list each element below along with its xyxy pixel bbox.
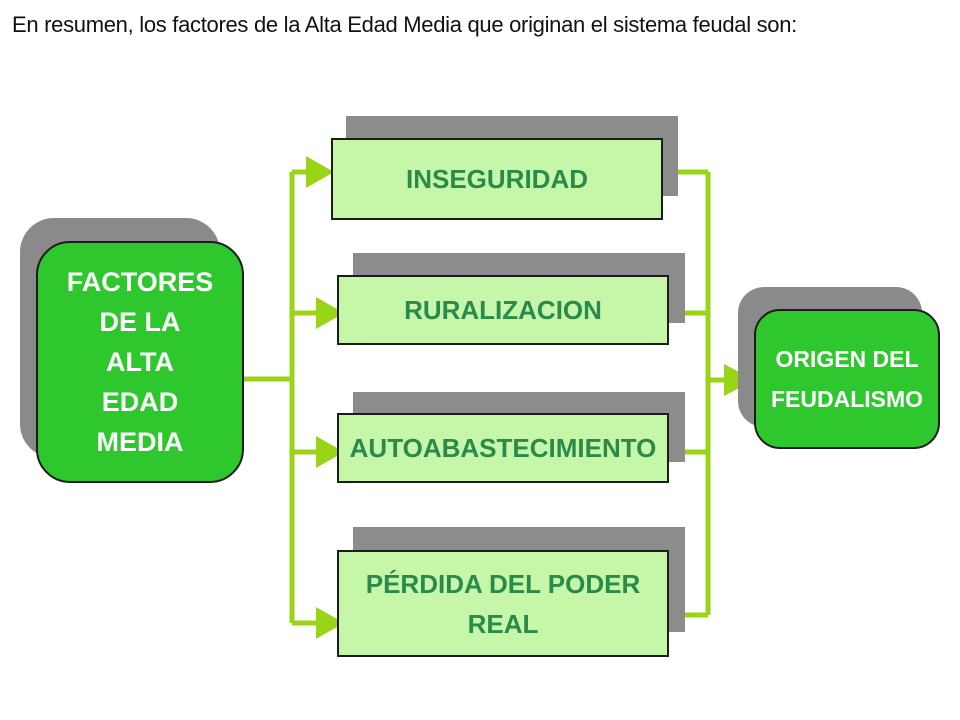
result-box: ORIGEN DEL FEUDALISMO xyxy=(754,309,940,449)
factor-line: REAL xyxy=(467,608,539,639)
arrow-perdida xyxy=(316,607,344,639)
arrow-inseguridad xyxy=(306,156,334,188)
source-line: MEDIA xyxy=(96,427,184,457)
source-line: FACTORES xyxy=(66,267,214,297)
source-line: ALTA xyxy=(106,347,174,377)
source-line: DE LA xyxy=(99,307,181,337)
factor-box-inseguridad: INSEGURIDAD xyxy=(331,138,663,220)
source-line: EDAD xyxy=(101,387,179,417)
factor-box-autoabastecimiento: AUTOABASTECIMIENTO xyxy=(337,413,669,483)
result-line: FEUDALISMO xyxy=(770,386,924,412)
intro-text: En resumen, los factores de la Alta Edad… xyxy=(12,12,797,37)
result-box-text: ORIGEN DEL FEUDALISMO xyxy=(771,339,923,419)
factor-box-ruralizacion: RURALIZACION xyxy=(337,275,669,345)
arrow-ruralizacion xyxy=(316,297,344,329)
source-box: FACTORES DE LA ALTA EDAD MEDIA xyxy=(36,241,244,483)
factor-line: INSEGURIDAD xyxy=(405,164,588,194)
factor-line: AUTOABASTECIMIENTO xyxy=(349,433,657,463)
factor-line: RURALIZACION xyxy=(404,295,602,325)
factor-line: PÉRDIDA DEL PODER xyxy=(365,568,641,599)
factor-box-perdida-del-poder-real: PÉRDIDA DEL PODER REAL xyxy=(337,550,669,657)
factor-text: RURALIZACION xyxy=(404,290,602,330)
arrow-autoabastecimiento xyxy=(316,436,344,468)
result-line: ORIGEN DEL xyxy=(775,346,919,372)
factor-text: AUTOABASTECIMIENTO xyxy=(350,428,657,468)
factor-text: INSEGURIDAD xyxy=(406,159,588,199)
source-box-text: FACTORES DE LA ALTA EDAD MEDIA xyxy=(67,262,214,462)
factor-text: PÉRDIDA DEL PODER REAL xyxy=(366,564,641,644)
